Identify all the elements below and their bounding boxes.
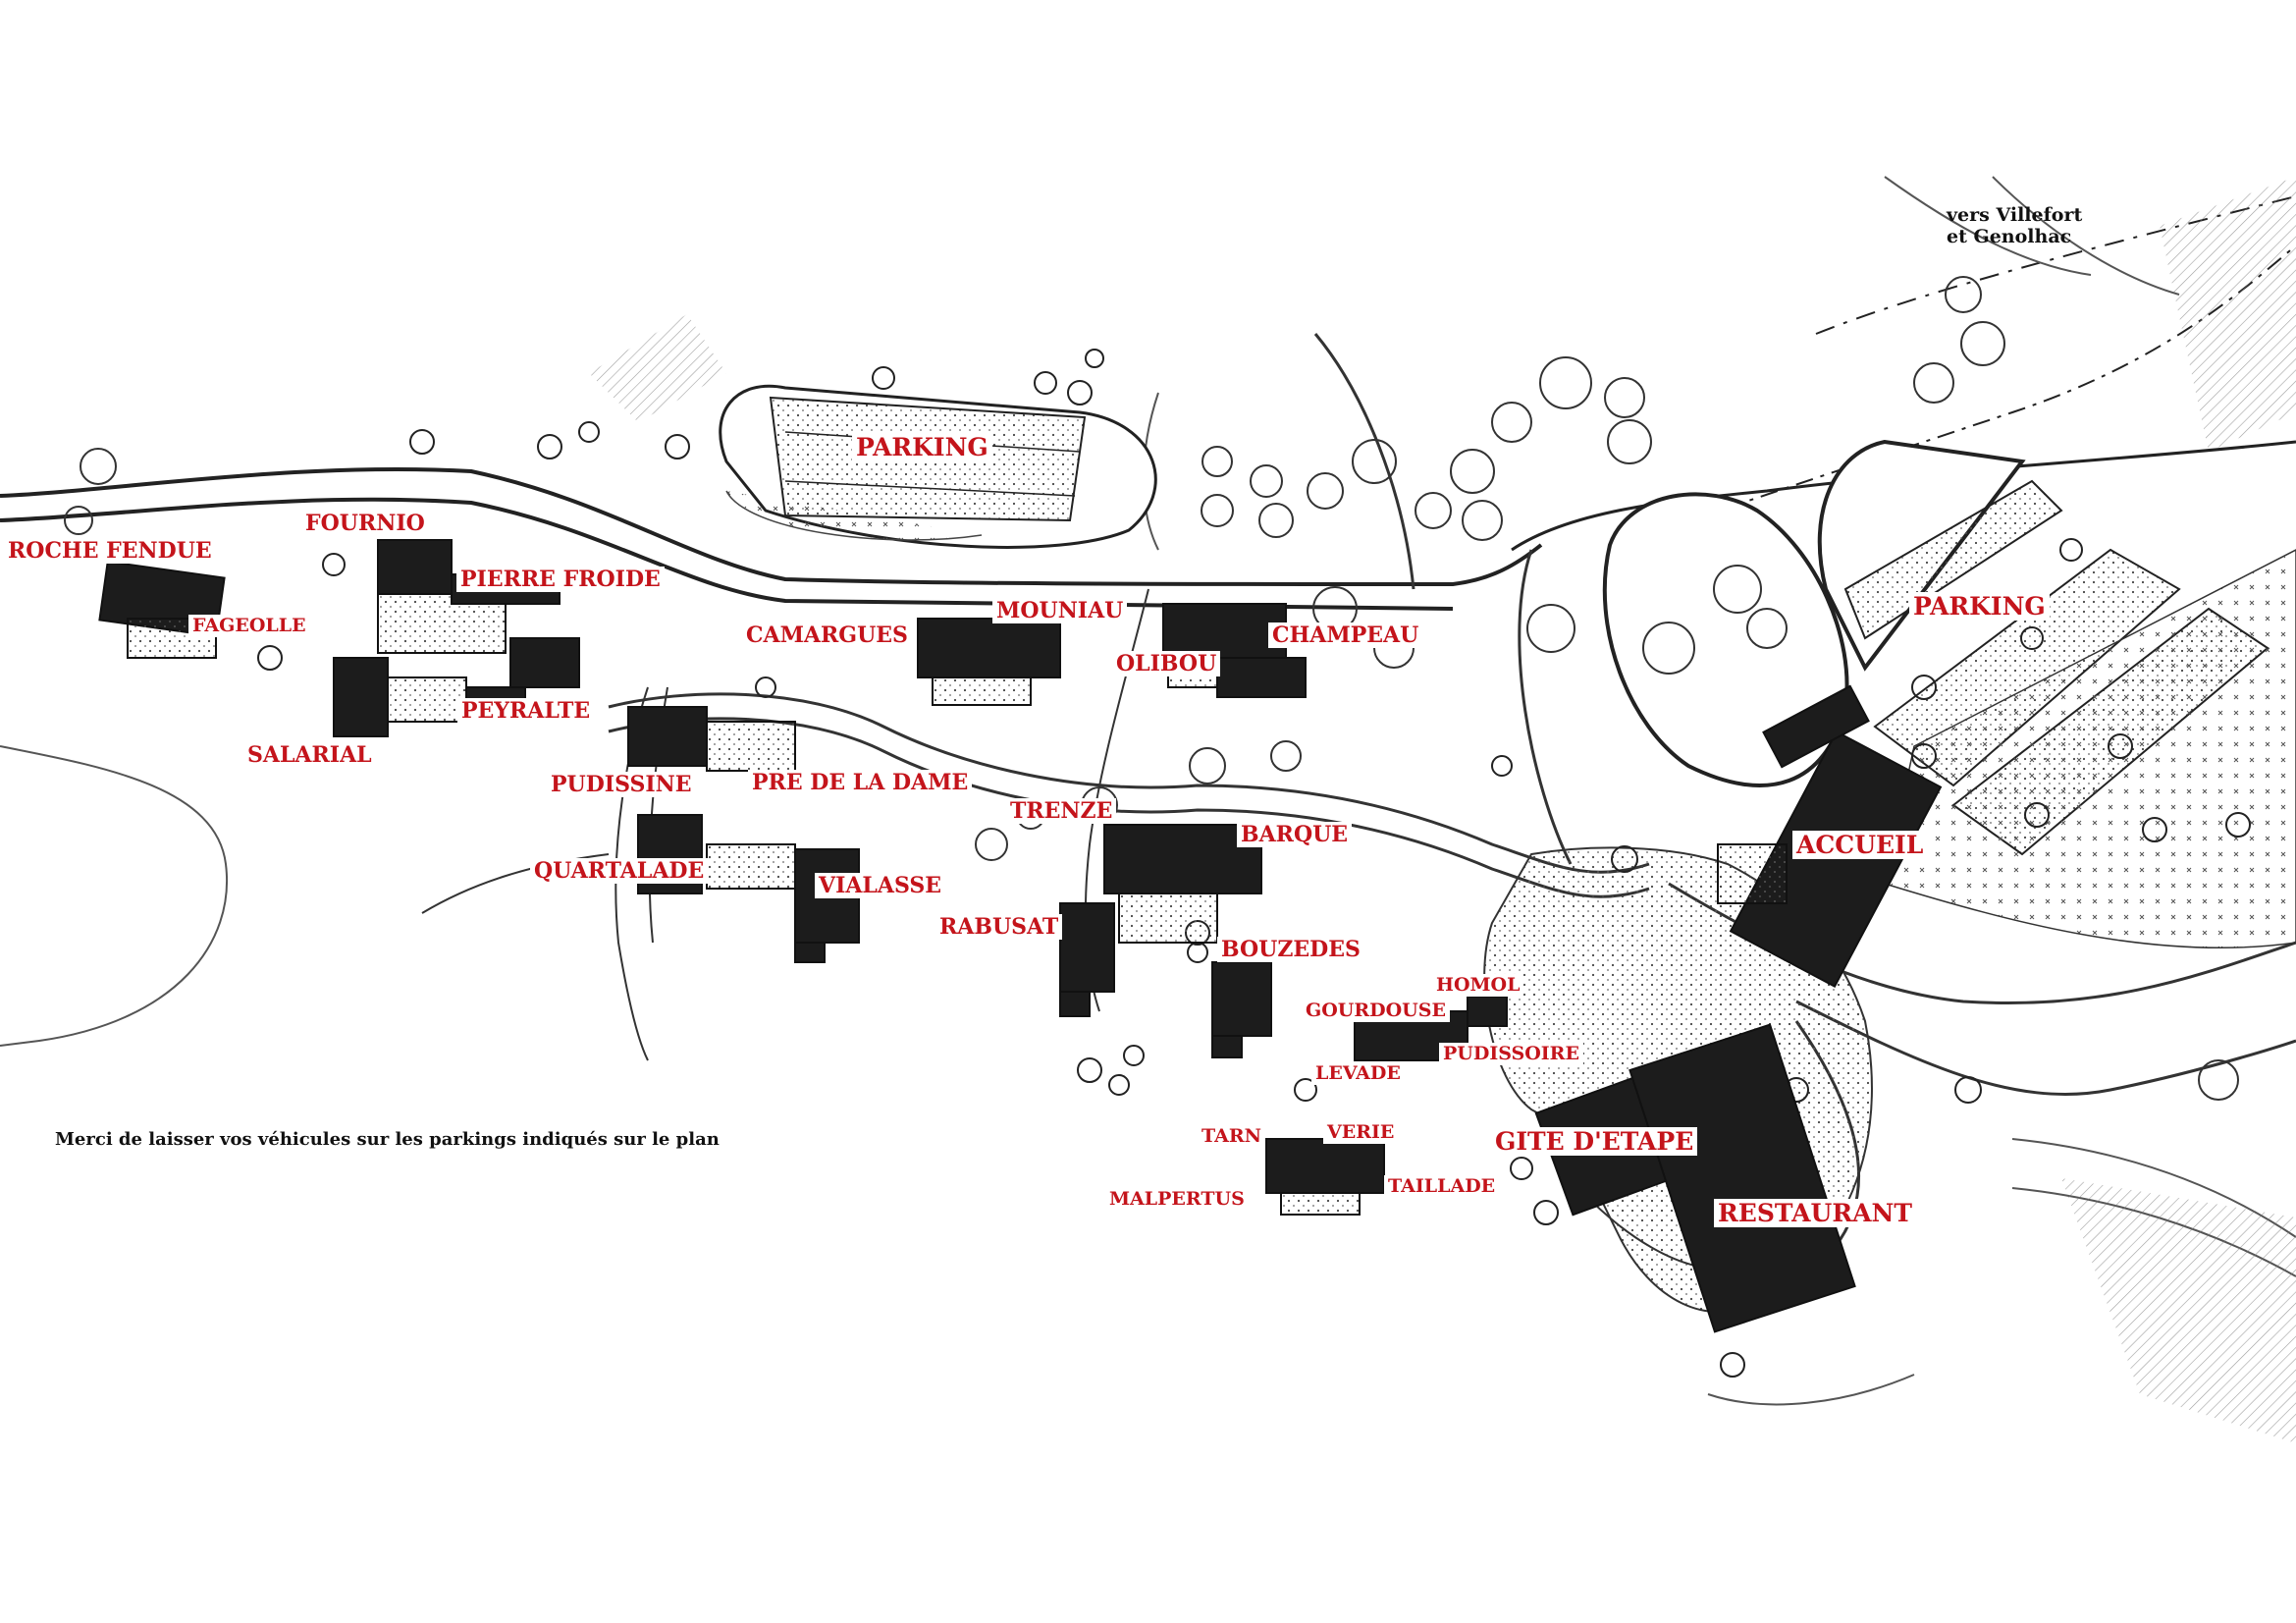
terrain-hatch xyxy=(589,177,2296,1443)
label-levade: LEVADE xyxy=(1311,1062,1405,1085)
label-mouniau: MOUNIAU xyxy=(992,598,1128,623)
label-parking-top: PARKING xyxy=(852,433,992,461)
label-champeau: CHAMPEAU xyxy=(1268,622,1423,648)
label-camargues: CAMARGUES xyxy=(742,622,912,648)
label-gourdouse: GOURDOUSE xyxy=(1302,1000,1450,1022)
tree-markers xyxy=(257,349,2251,1378)
direction-line-1: vers Villefort xyxy=(1947,204,2083,226)
label-accueil: ACCUEIL xyxy=(1792,831,1928,859)
label-quartalade: QUARTALADE xyxy=(530,858,709,884)
label-vialasse: VIALASSE xyxy=(815,873,946,898)
label-fournio: FOURNIO xyxy=(301,511,429,536)
label-restaurant: RESTAURANT xyxy=(1714,1199,1916,1227)
label-salarial: SALARIAL xyxy=(243,742,376,768)
label-parking-right: PARKING xyxy=(1909,592,2050,621)
label-roche-fendue: ROCHE FENDUE xyxy=(4,538,216,564)
label-trenze: TRENZE xyxy=(1006,798,1117,824)
label-pudissine: PUDISSINE xyxy=(547,772,696,797)
direction-line-2: et Genolhac xyxy=(1947,226,2072,247)
label-barque: BARQUE xyxy=(1237,822,1353,847)
label-peyralte: PEYRALTE xyxy=(457,698,595,724)
label-tarn: TARN xyxy=(1198,1125,1265,1148)
label-gite-detape: GITE D'ETAPE xyxy=(1491,1127,1698,1156)
label-homol: HOMOL xyxy=(1432,974,1524,997)
label-fageolle: FAGEOLLE xyxy=(188,615,310,637)
label-malpertus: MALPERTUS xyxy=(1105,1188,1249,1211)
label-pre-de-la-dame: PRE DE LA DAME xyxy=(748,770,973,795)
label-verie: VERIE xyxy=(1323,1121,1399,1144)
parking-lot-right xyxy=(1602,439,2296,949)
direction-note: vers Villefort et Genolhac xyxy=(1947,204,2082,247)
label-rabusat: RABUSAT xyxy=(935,914,1063,940)
label-pierre-froide: PIERRE FROIDE xyxy=(456,567,665,592)
label-taillade: TAILLADE xyxy=(1384,1175,1500,1198)
label-pudissoire: PUDISSOIRE xyxy=(1439,1043,1583,1065)
tree-canopies xyxy=(64,276,2239,1101)
label-olibou: OLIBOU xyxy=(1112,651,1221,676)
parking-lot-top xyxy=(719,384,1157,549)
label-bouzedes: BOUZEDES xyxy=(1217,937,1364,962)
parking-notice: Merci de laisser vos véhicules sur les p… xyxy=(55,1129,720,1150)
